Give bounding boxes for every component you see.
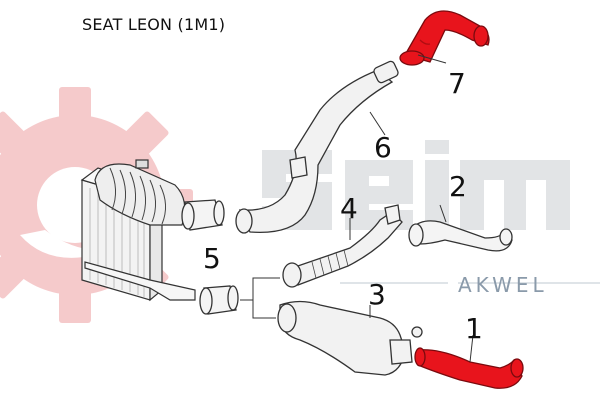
leader-lines [349, 54, 474, 363]
label-1: 1 [465, 312, 483, 345]
connector-5-bracket [240, 277, 280, 319]
pipe-6 [235, 60, 399, 234]
label-2: 2 [449, 170, 467, 203]
label-5: 5 [203, 242, 221, 275]
intercooler [80, 159, 196, 302]
label-3: 3 [368, 278, 386, 311]
hose-1 [414, 347, 524, 389]
label-4: 4 [340, 192, 358, 225]
label-6: 6 [374, 131, 392, 164]
diagram-title: SEAT LEON (1M1) [82, 15, 226, 34]
pipe-4 [282, 204, 403, 288]
hose-7 [399, 10, 490, 66]
hose-2 [408, 220, 513, 252]
part-labels: 7 6 2 4 5 3 1 [203, 67, 483, 345]
connector-5 [181, 199, 239, 315]
label-7: 7 [448, 67, 466, 100]
pipe-3 [277, 300, 423, 376]
brand-label: AKWEL [458, 273, 548, 297]
